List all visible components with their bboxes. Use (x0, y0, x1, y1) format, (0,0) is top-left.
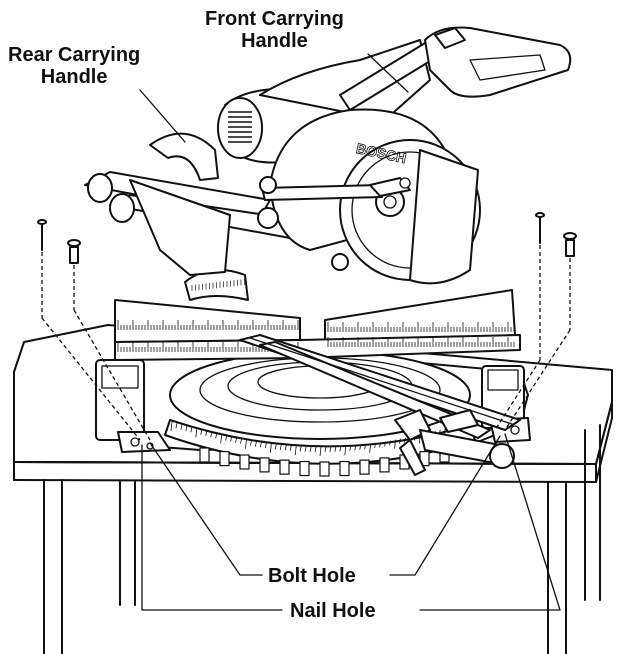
rear-handle-label-line2: Handle (40, 66, 108, 88)
miter-lock-handle (394, 409, 515, 476)
front-handle-label-line2: Handle (241, 30, 308, 52)
leader-lines (139, 53, 561, 611)
nail-hole-label: Nail Hole (290, 600, 376, 622)
fasteners (37, 212, 577, 264)
rear-handle-label-line1: Rear Carrying (8, 44, 141, 66)
fence (114, 289, 521, 361)
bolt-hole-label: Bolt Hole (268, 565, 356, 587)
blade-guard: BOSCH (257, 108, 481, 285)
front-carrying-handle-label: Front Carrying Handle (205, 8, 344, 52)
slide-rails (239, 334, 521, 439)
rear-carrying-handle-shape (149, 132, 219, 181)
alignment-lines (41, 245, 571, 441)
front-handle-label-line1: Front Carrying (205, 8, 344, 30)
rear-carrying-handle-label: Rear Carrying Handle (8, 44, 140, 88)
